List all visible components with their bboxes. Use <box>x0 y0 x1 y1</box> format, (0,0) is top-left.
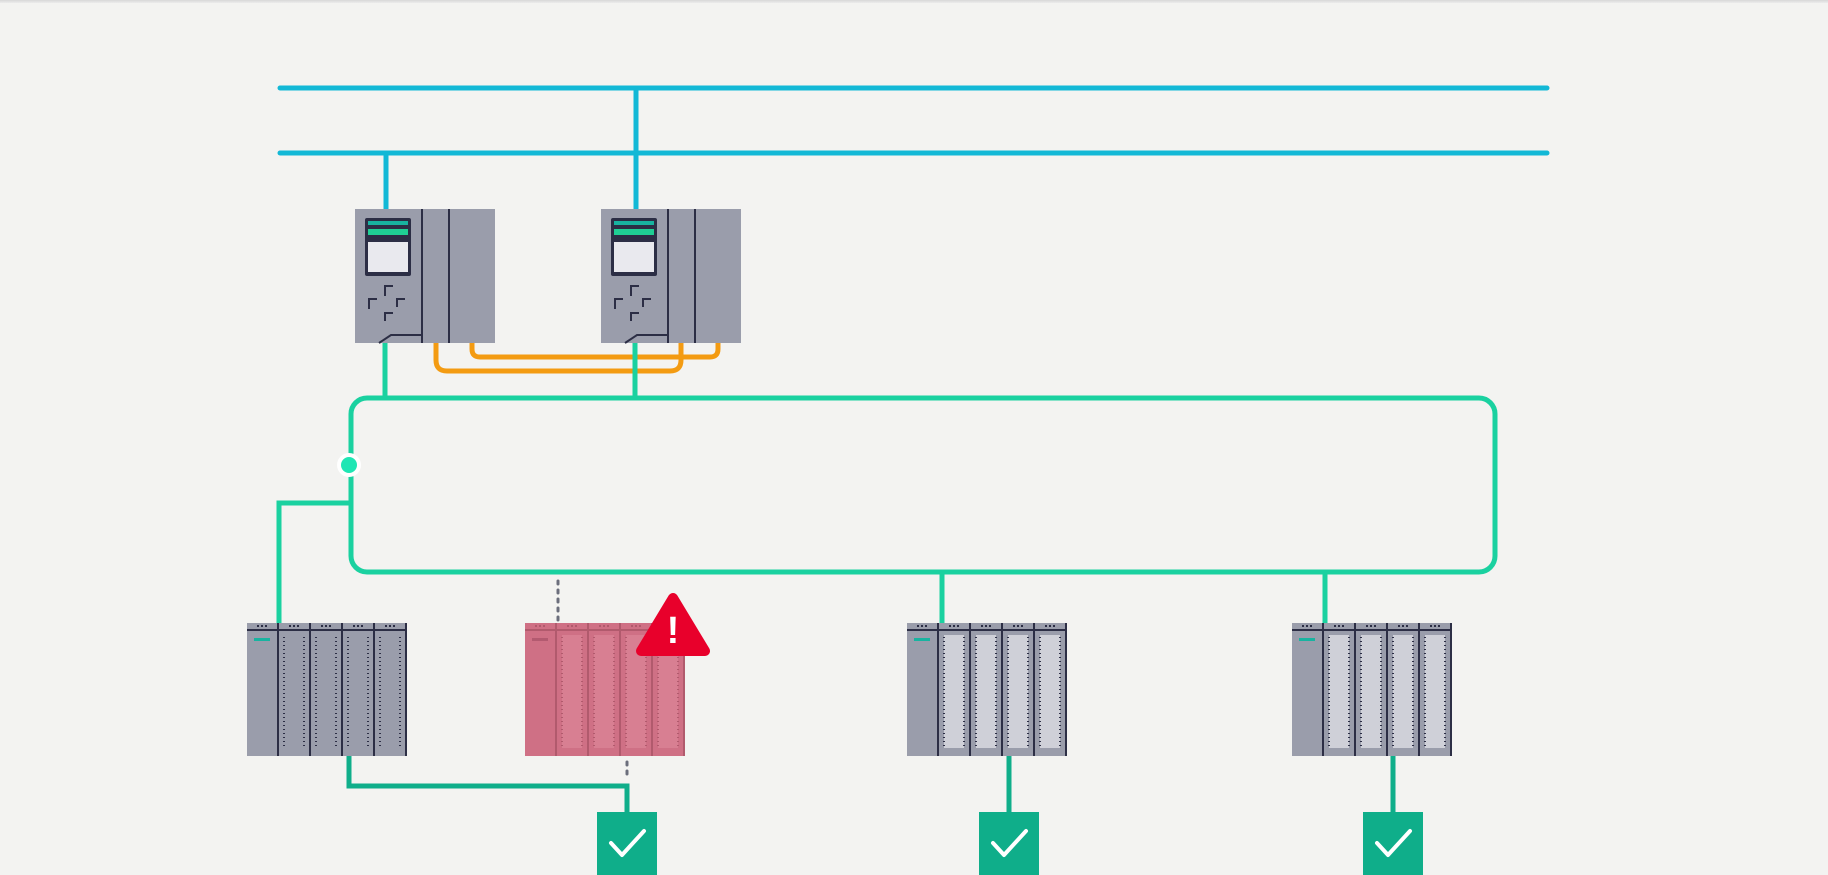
io-module-face <box>594 635 614 748</box>
io-station-4 <box>1292 623 1452 756</box>
controller-bevel <box>624 334 668 344</box>
checkmark-icon <box>979 812 1039 875</box>
io-module <box>1388 623 1420 756</box>
io-module-face <box>380 635 400 748</box>
controller-mark <box>384 285 393 296</box>
ring-node <box>341 457 357 473</box>
controller-screen <box>368 242 408 272</box>
controller-screen <box>614 242 654 272</box>
status-badges <box>597 812 1423 875</box>
io-module-face <box>1329 635 1349 748</box>
warning-triangle-icon: ! <box>636 593 710 656</box>
io-module-face <box>1008 635 1028 748</box>
controllers <box>355 209 741 344</box>
io-module <box>1003 623 1035 756</box>
io-module-face <box>976 635 996 748</box>
ok-badge-box <box>1363 812 1423 875</box>
controller-mark <box>630 285 639 296</box>
io-module <box>589 623 621 756</box>
window-top-edge <box>0 0 1828 3</box>
io-module <box>557 623 589 756</box>
io-module <box>1035 623 1067 756</box>
io-station-1 <box>247 623 407 756</box>
io-module-frame <box>907 623 938 756</box>
io-module-led <box>914 638 930 641</box>
controller-status-bar <box>368 229 408 235</box>
io-module <box>1420 623 1452 756</box>
ok-badge-box <box>597 812 657 875</box>
io-module-face <box>1361 635 1381 748</box>
ring-branch-station-1 <box>276 500 351 628</box>
cpu-1 <box>355 209 495 344</box>
interrupted-links <box>556 579 629 780</box>
io-module-face <box>284 635 304 748</box>
io-module-led <box>254 638 270 641</box>
sync-connection <box>433 343 721 374</box>
field-link-station-1 <box>346 756 630 812</box>
io-module <box>971 623 1003 756</box>
io-module <box>1292 623 1324 756</box>
checkmark-icon <box>597 812 657 875</box>
io-module-face <box>1040 635 1060 748</box>
checkmark-stroke <box>1375 829 1412 857</box>
io-module <box>375 623 407 756</box>
io-module <box>939 623 971 756</box>
controller-mark <box>614 298 623 309</box>
sync-cable-2 <box>469 343 721 360</box>
io-module-led <box>1299 638 1315 641</box>
io-module <box>279 623 311 756</box>
io-module-face <box>658 635 678 748</box>
io-station-3 <box>907 623 1067 756</box>
controller-mark <box>384 312 393 321</box>
io-module-frame <box>247 623 278 756</box>
io-module <box>621 623 653 756</box>
warning-mark: ! <box>667 610 680 652</box>
io-module-frame <box>1292 623 1323 756</box>
io-module <box>247 623 279 756</box>
controller-mark <box>368 298 377 309</box>
controller-bevel <box>378 334 422 344</box>
controller-mark <box>642 298 651 307</box>
io-module <box>1356 623 1388 756</box>
io-module-face <box>1393 635 1413 748</box>
ring-network <box>276 343 1498 628</box>
io-station-2 <box>525 623 685 756</box>
cpu-2 <box>601 209 741 344</box>
controller-led <box>614 221 654 225</box>
field-connections <box>346 756 1396 812</box>
checkmark-stroke <box>609 829 646 857</box>
io-module-led <box>532 638 548 641</box>
io-module <box>525 623 557 756</box>
controller-led <box>368 221 408 225</box>
io-module <box>311 623 343 756</box>
io-module-face <box>562 635 582 748</box>
io-module-face <box>1425 635 1445 748</box>
ok-badge-box <box>979 812 1039 875</box>
io-module-face <box>348 635 368 748</box>
plant-bus <box>277 85 1550 209</box>
io-module-frame <box>525 623 556 756</box>
io-module <box>907 623 939 756</box>
checkmark-icon <box>1363 812 1423 875</box>
io-module-face <box>626 635 646 748</box>
io-module-face <box>944 635 964 748</box>
checkmark-stroke <box>991 829 1028 857</box>
controller-mark <box>396 298 405 307</box>
controller-status-bar <box>614 229 654 235</box>
io-module <box>343 623 375 756</box>
controller-mark <box>630 312 639 321</box>
warning-triangle-shape <box>636 593 710 656</box>
io-stations <box>247 623 1452 756</box>
io-module <box>1324 623 1356 756</box>
io-module-face <box>316 635 336 748</box>
ring-loop <box>348 395 1498 575</box>
sync-cable-1 <box>433 343 684 374</box>
